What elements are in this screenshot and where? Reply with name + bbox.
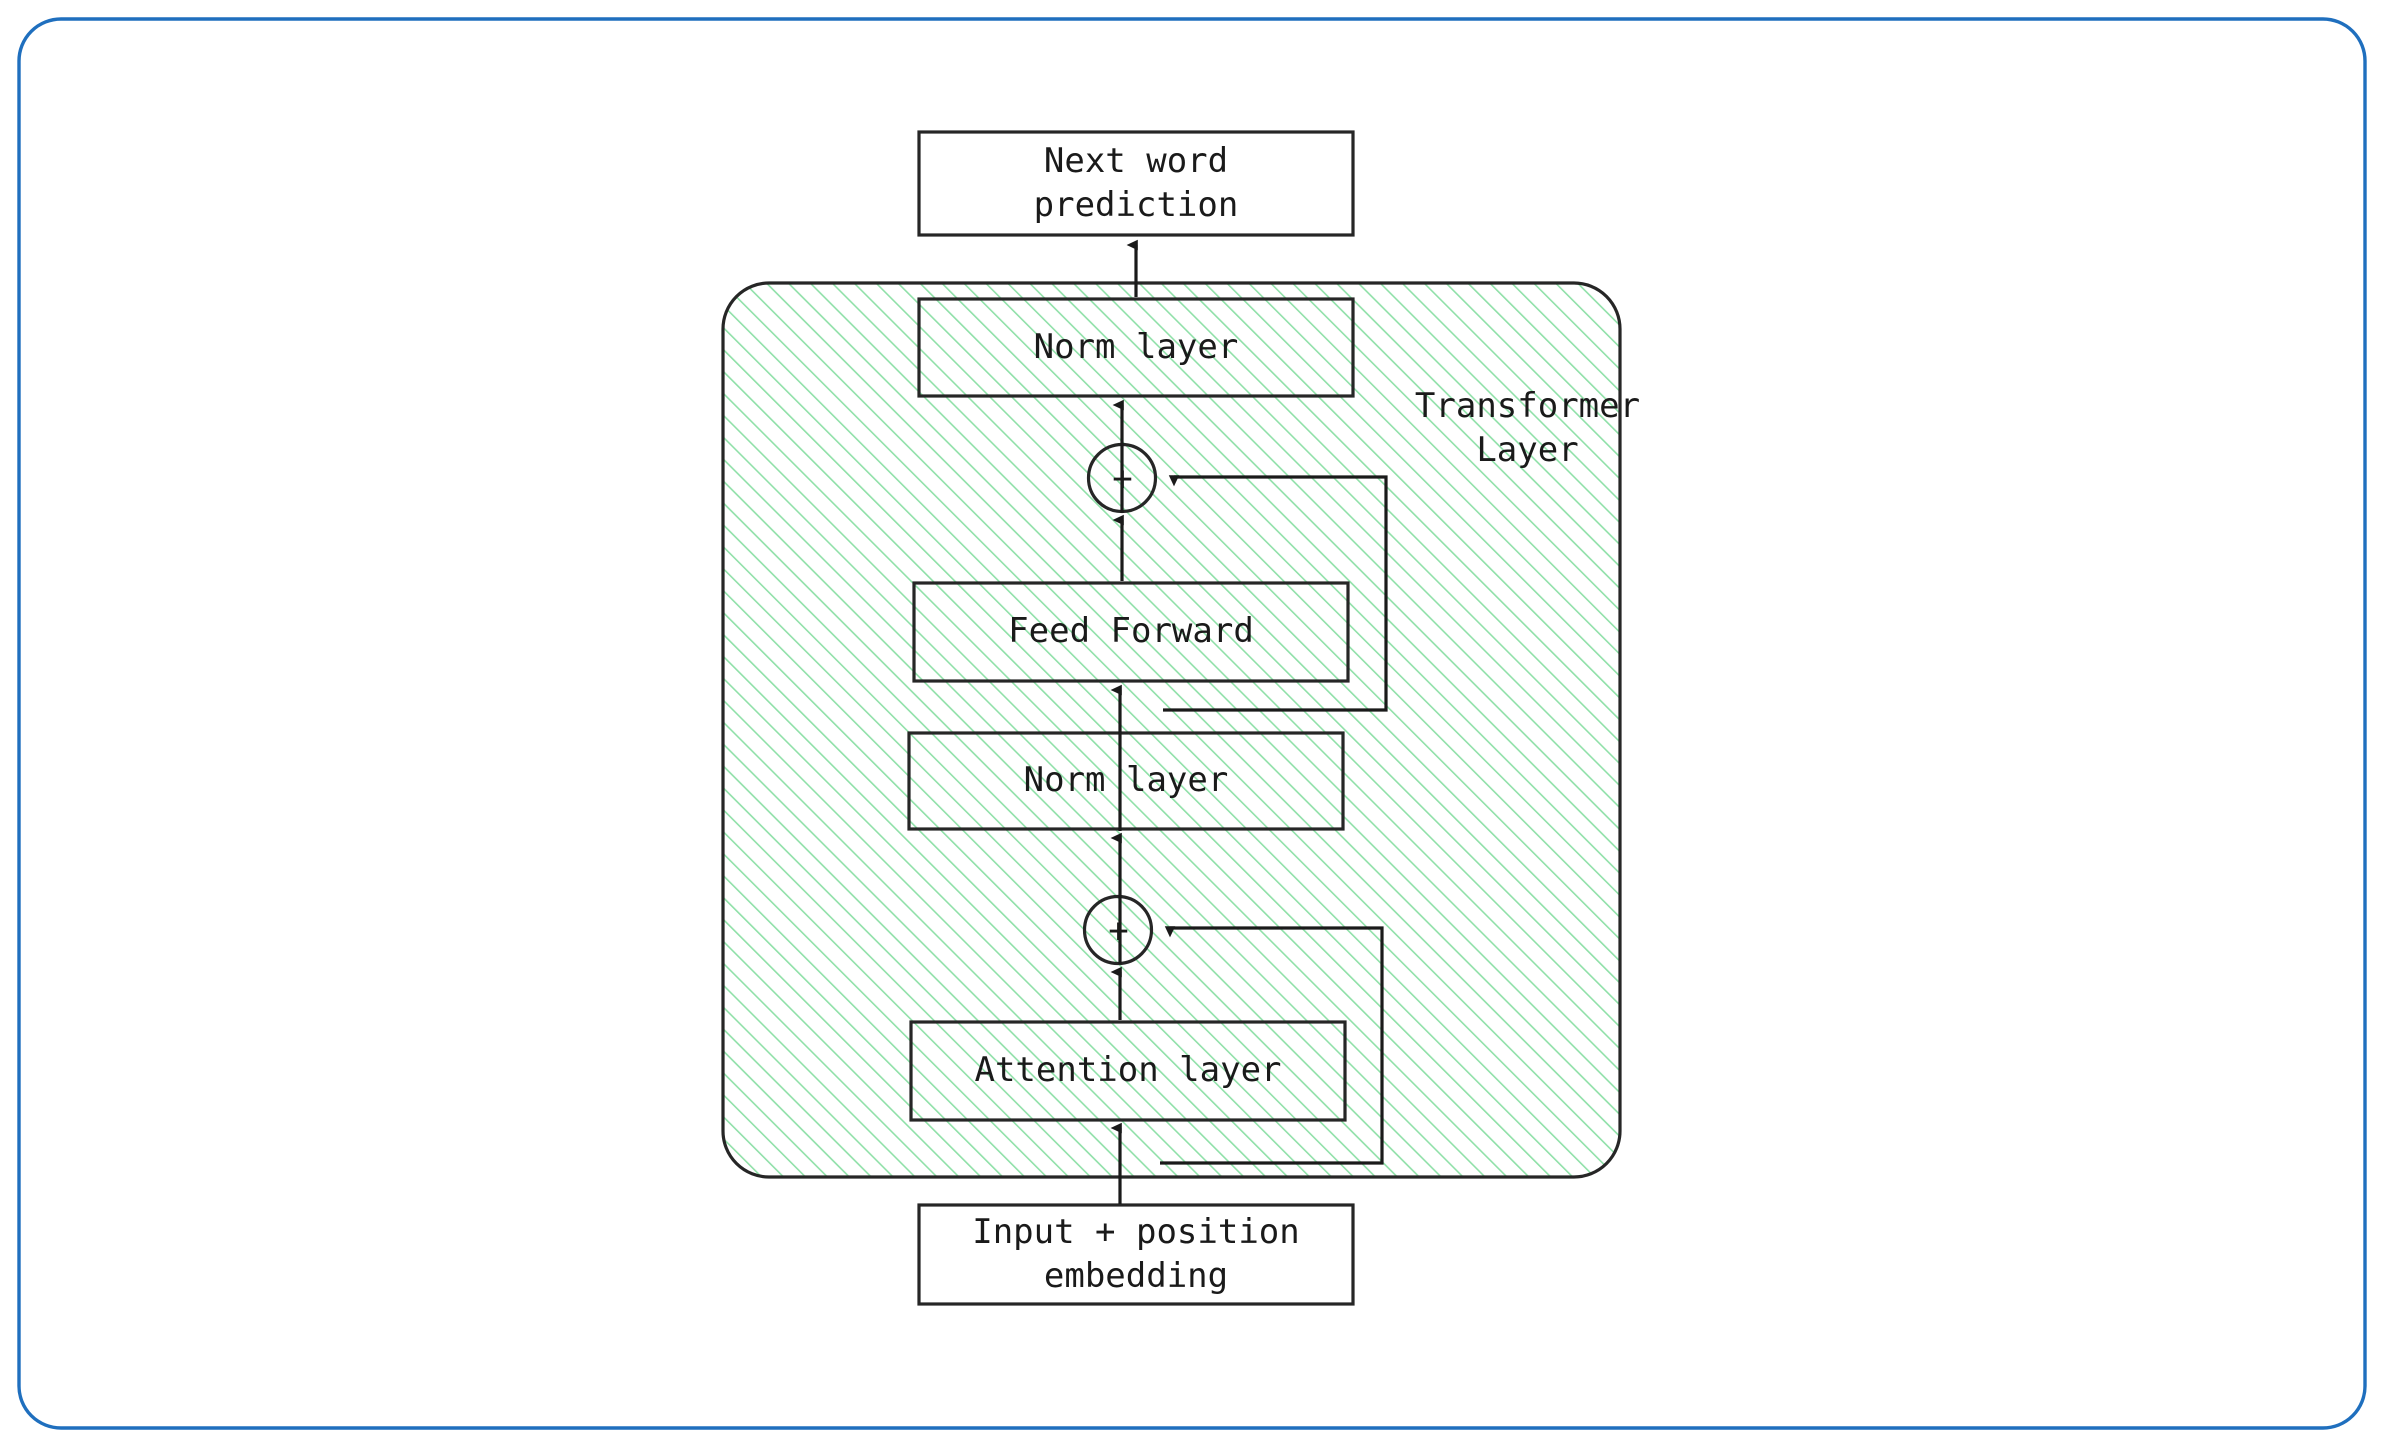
feed-forward-box — [912, 581, 1350, 683]
input-position-embedding-box — [917, 1203, 1355, 1306]
residual-bottom-path — [1160, 926, 1384, 1165]
outer-frame — [17, 17, 2367, 1430]
norm-layer-top-box — [917, 297, 1355, 398]
attention-layer-box — [909, 1020, 1347, 1122]
residual-top-path — [1163, 475, 1388, 712]
add-bottom-label: + — [1108, 910, 1129, 951]
transformer-layer-label: Transformer Layer — [1414, 386, 1641, 470]
next-word-prediction-box — [917, 130, 1355, 237]
add-top-label: + — [1112, 458, 1133, 499]
transformer-layer-container — [721, 281, 1622, 1179]
add-bottom-circle — [1082, 894, 1154, 966]
norm-layer-bottom-box — [907, 731, 1345, 831]
